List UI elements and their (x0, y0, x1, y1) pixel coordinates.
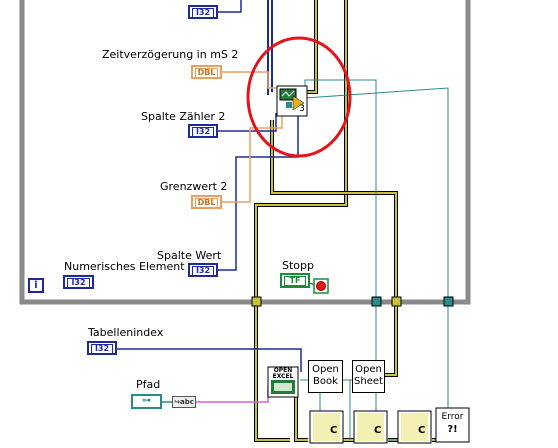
double-wires[interactable] (222, 71, 283, 203)
convert-icon: ↪abc (174, 398, 194, 406)
terminal-numerisches-element[interactable]: I32 (63, 275, 94, 289)
label-grenzwert: Grenzwert 2 (160, 180, 228, 193)
error-handler-icon[interactable] (435, 407, 470, 443)
label-spalte-zaehler: Spalte Zähler 2 (141, 110, 226, 123)
highlight-circle (246, 36, 352, 158)
label-tabellenindex: Tabellenindex (88, 326, 164, 339)
loop-tunnel-error[interactable] (251, 296, 262, 307)
while-loop-frame[interactable] (19, 0, 471, 305)
loop-tunnel-refnum-1[interactable] (371, 296, 382, 307)
open-book-label-2: Book (313, 376, 338, 387)
path-to-string-node[interactable]: ↪abc (172, 396, 196, 408)
terminal-spalte-wert[interactable]: I32 (188, 263, 218, 277)
subvi-glyph-3: C (418, 425, 425, 436)
terminal-pfad[interactable]: ⊶ (131, 394, 162, 409)
open-excel-label: OPEN EXCEL (272, 367, 294, 380)
path-icon: ⊶ (142, 396, 151, 406)
open-sheet-label-2: Sheet (354, 376, 383, 387)
terminal-i32-top[interactable]: I32 (188, 5, 218, 19)
terminal-zeitverzoegerung[interactable]: DBL (191, 65, 222, 79)
label-pfad: Pfad (136, 378, 161, 391)
terminal-spalte-zaehler[interactable]: I32 (188, 124, 218, 138)
terminal-grenzwert[interactable]: DBL (191, 195, 222, 209)
label-numerisches-element: Numerisches Element (64, 260, 185, 273)
terminal-tabellenindex[interactable]: I32 (87, 341, 117, 355)
close-subvi-3[interactable] (397, 410, 432, 444)
stop-button-glyph[interactable] (313, 278, 329, 294)
terminal-stopp[interactable]: TF (280, 273, 310, 288)
open-book-label-1: Open (312, 364, 339, 375)
error-handler-label-2: ?! (447, 424, 458, 435)
loop-tunnel-error-2[interactable] (391, 296, 402, 307)
excel-write-subvi[interactable] (276, 85, 308, 117)
integer-wires[interactable] (117, 0, 302, 372)
error-handler-label-1: Error (441, 412, 464, 422)
label-zeitverzoegerung: Zeitverzögerung in mS 2 (102, 48, 239, 61)
subvi-glyph-1: C (330, 425, 337, 436)
subvi-glyph-2: C (374, 425, 381, 436)
close-subvi-1[interactable] (309, 410, 344, 444)
loop-tunnel-refnum-2[interactable] (443, 296, 454, 307)
open-sheet-node[interactable]: Open Sheet (352, 360, 385, 393)
label-stopp: Stopp (282, 259, 314, 272)
iteration-terminal[interactable]: i (28, 278, 44, 293)
open-excel-icon[interactable] (267, 366, 299, 398)
close-subvi-2[interactable] (353, 410, 388, 444)
subvi-count: 3 (299, 104, 305, 114)
label-spalte-wert: Spalte Wert (157, 249, 222, 262)
open-book-node[interactable]: Open Book (308, 360, 343, 393)
open-sheet-label-1: Open (355, 364, 382, 375)
